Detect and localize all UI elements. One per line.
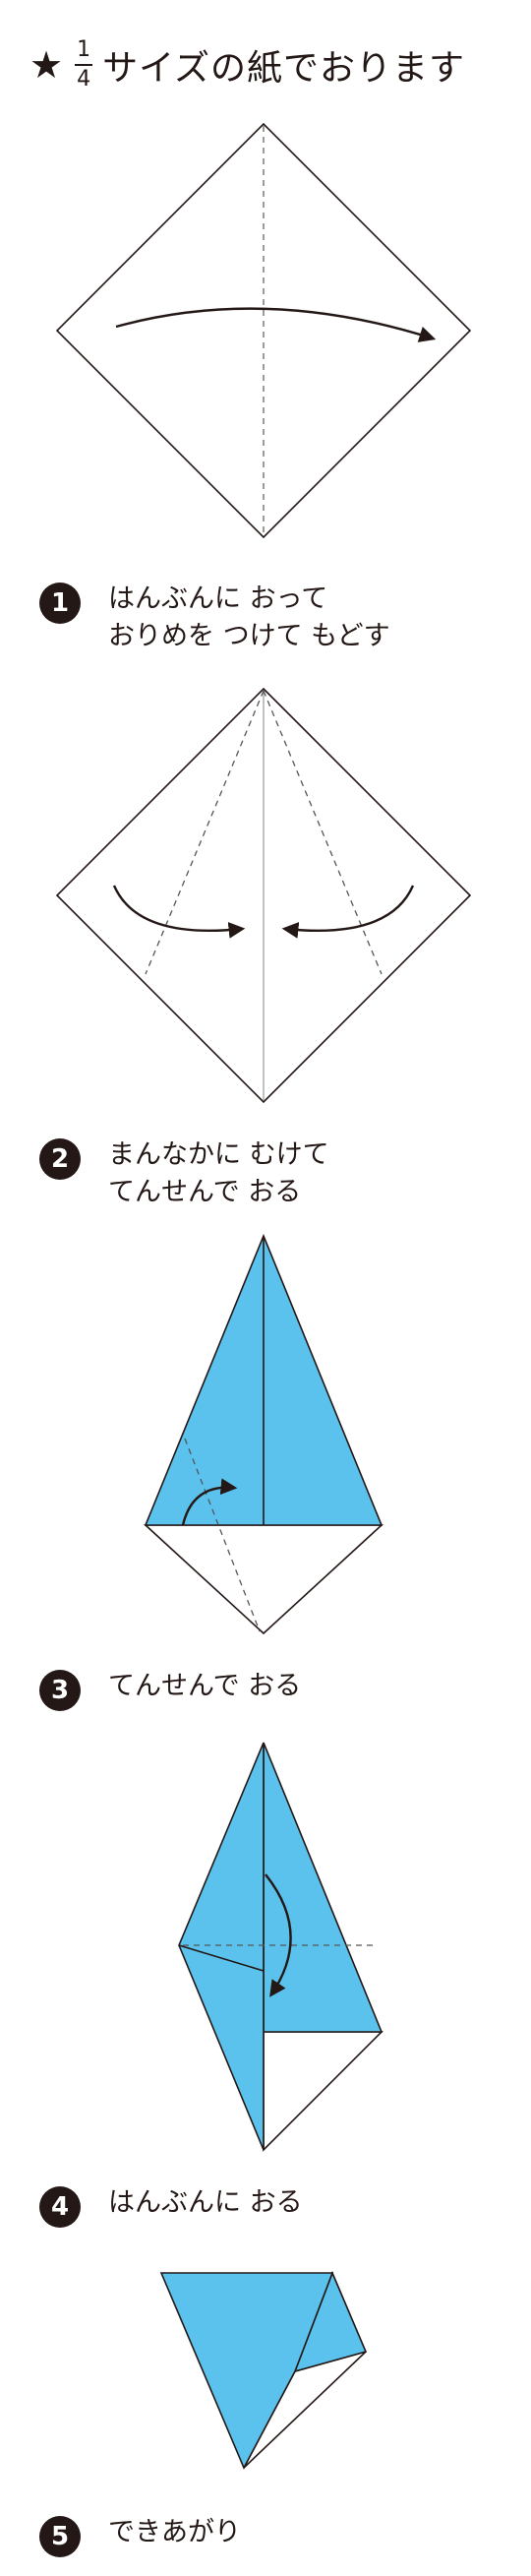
paper-square: [55, 122, 472, 539]
page-title: ★ 1 4 サイズの紙でおります: [30, 35, 465, 94]
fold-arrow: [181, 1478, 238, 1526]
paper-main-blue: [159, 2272, 334, 2470]
figure-step-4: [178, 1742, 384, 2152]
step-2: 2 まんなかに むけて てんせんで おる: [39, 1136, 329, 1211]
star-icon: ★: [30, 43, 64, 87]
step-3: 3 てんせんで おる: [39, 1668, 301, 1711]
instruction-line: てんせんで おる: [108, 1671, 302, 1701]
instruction-line: はんぶんに おる: [108, 2187, 303, 2218]
fold-arrow-right: [281, 885, 415, 939]
fraction: 1 4: [75, 37, 93, 92]
step-number: 4: [39, 2186, 81, 2228]
fold-line: [184, 1438, 261, 1632]
fold-line-right: [263, 690, 383, 975]
step-number: 1: [39, 583, 81, 624]
fold-arrow: [115, 307, 437, 342]
fraction-bar: [75, 64, 93, 66]
figure-step-1: [55, 122, 472, 539]
instruction-line: てんせんで おる: [108, 1177, 302, 1207]
figure-step-5: [159, 2270, 368, 2470]
paper-lower-white: [143, 1524, 384, 1635]
fraction-denominator: 4: [77, 67, 91, 92]
paper-left-blue: [178, 1742, 265, 2151]
step-4: 4 はんぶんに おる: [39, 2184, 303, 2228]
paper-white-triangle: [263, 2031, 384, 2152]
step-instruction: てんせんで おる: [108, 1668, 301, 1705]
instruction-line: まんなかに むけて: [108, 1139, 329, 1170]
fold-line-left: [145, 690, 265, 975]
figure-step-3: [143, 1233, 384, 1635]
step-instruction: はんぶんに おる: [108, 2184, 303, 2222]
inner-edge: [178, 1944, 265, 1972]
fraction-numerator: 1: [77, 37, 91, 62]
step-instruction: はんぶんに おって おりめを つけて もどす: [108, 581, 390, 655]
instruction-line: おりめを つけて もどす: [108, 621, 390, 651]
fold-arrow: [265, 1873, 292, 1997]
step-number: 2: [39, 1138, 81, 1180]
paper-right-blue: [263, 1742, 384, 2033]
step-instruction: まんなかに むけて てんせんで おる: [108, 1136, 329, 1211]
instruction-line: はんぶんに おって: [108, 583, 328, 614]
step-number: 5: [39, 2516, 81, 2557]
title-text: サイズの紙でおります: [102, 48, 465, 89]
step-1: 1 はんぶんに おって おりめを つけて もどす: [39, 581, 390, 655]
fold-arrow-left: [112, 885, 246, 939]
step-instruction: できあがり: [108, 2514, 241, 2551]
step-number: 3: [39, 1670, 81, 1711]
instruction-line: できあがり: [108, 2517, 241, 2547]
step-5: 5 できあがり: [39, 2514, 241, 2557]
figure-step-2: [55, 687, 472, 1104]
